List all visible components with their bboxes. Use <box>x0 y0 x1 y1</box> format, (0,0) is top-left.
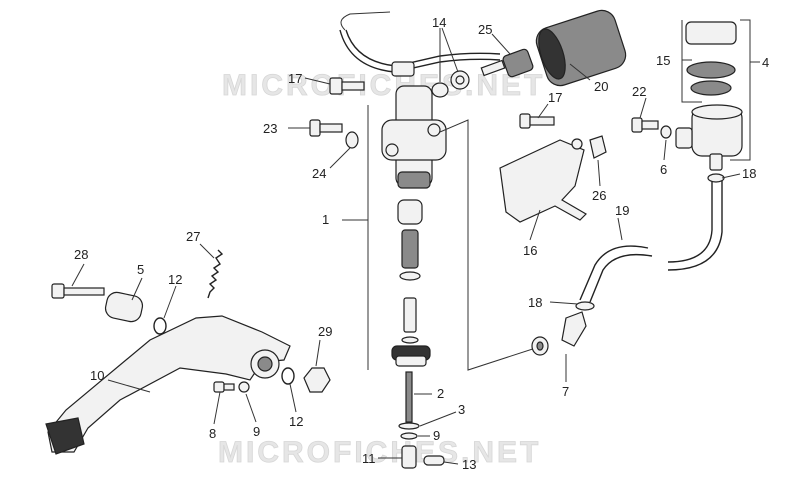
label-6: 6 <box>660 162 667 177</box>
bolt-23 <box>309 119 343 137</box>
label-14: 14 <box>432 15 446 30</box>
label-8: 8 <box>209 426 216 441</box>
label-7: 7 <box>562 384 569 399</box>
label-27: 27 <box>186 229 200 244</box>
label-29: 29 <box>318 324 332 339</box>
clamp-18-left <box>575 301 595 311</box>
label-13: 13 <box>462 457 476 472</box>
bolt-22 <box>631 117 659 133</box>
oring-12-right <box>281 367 295 385</box>
bracket-4 <box>730 19 751 161</box>
bolt-28 <box>51 283 105 299</box>
elbow-fitting-7 <box>531 311 587 356</box>
washer-9-left <box>238 381 250 393</box>
bracket-7 <box>439 119 546 371</box>
hose-reservoir <box>667 176 713 263</box>
brake-pedal-10 <box>45 315 291 455</box>
label-11: 11 <box>362 451 376 466</box>
clamp-18-right <box>707 173 725 183</box>
callout-labels: 1 2 3 4 5 6 7 8 9 9 10 11 12 12 13 14 15… <box>74 15 769 472</box>
label-17-right: 17 <box>548 90 562 105</box>
label-22: 22 <box>632 84 646 99</box>
label-18-right: 18 <box>742 166 756 181</box>
label-10: 10 <box>90 368 104 383</box>
oring-12-left <box>153 317 167 335</box>
label-19: 19 <box>615 203 629 218</box>
label-24: 24 <box>312 166 326 181</box>
label-9-right: 9 <box>433 428 440 443</box>
label-4: 4 <box>762 55 769 70</box>
label-12-right: 12 <box>289 414 303 429</box>
push-rod <box>398 371 445 469</box>
label-28: 28 <box>74 247 88 262</box>
reservoir-cap-15 <box>685 21 737 96</box>
piston-kit <box>391 199 431 367</box>
label-26: 26 <box>592 188 606 203</box>
washer-24 <box>345 131 359 149</box>
hose-19 <box>579 245 649 301</box>
master-cylinder-body <box>381 85 447 189</box>
label-3: 3 <box>458 402 465 417</box>
bolt-8 <box>213 381 235 393</box>
leader-lines <box>71 27 760 465</box>
label-2: 2 <box>437 386 444 401</box>
label-18-left: 18 <box>528 295 542 310</box>
label-23: 23 <box>263 121 277 136</box>
label-16: 16 <box>523 243 537 258</box>
bushing-5 <box>104 291 144 323</box>
heat-shield-16 <box>499 138 587 223</box>
spacer-26 <box>589 135 607 159</box>
label-25: 25 <box>478 22 492 37</box>
nut-29 <box>303 367 331 393</box>
washer-6 <box>660 125 672 139</box>
label-20: 20 <box>594 79 608 94</box>
bolt-17-left <box>329 77 365 95</box>
label-15: 15 <box>656 53 670 68</box>
watermark-top: MICROFICHES.NET <box>222 69 545 102</box>
hose-guide-line <box>340 11 391 31</box>
label-1: 1 <box>322 212 329 227</box>
watermark-bottom: MICROFICHES.NET <box>218 436 541 469</box>
stop-light-switch <box>480 48 534 78</box>
label-12-left: 12 <box>168 272 182 287</box>
bolt-17-right <box>519 113 555 129</box>
bracket-4a <box>681 20 702 103</box>
label-5: 5 <box>137 262 144 277</box>
brake-hose-assembly <box>339 29 501 98</box>
label-9-left: 9 <box>253 424 260 439</box>
reservoir-body <box>675 104 743 171</box>
spring-27 <box>207 249 224 299</box>
protective-cover-20 <box>535 9 627 87</box>
label-17-left: 17 <box>288 71 302 86</box>
